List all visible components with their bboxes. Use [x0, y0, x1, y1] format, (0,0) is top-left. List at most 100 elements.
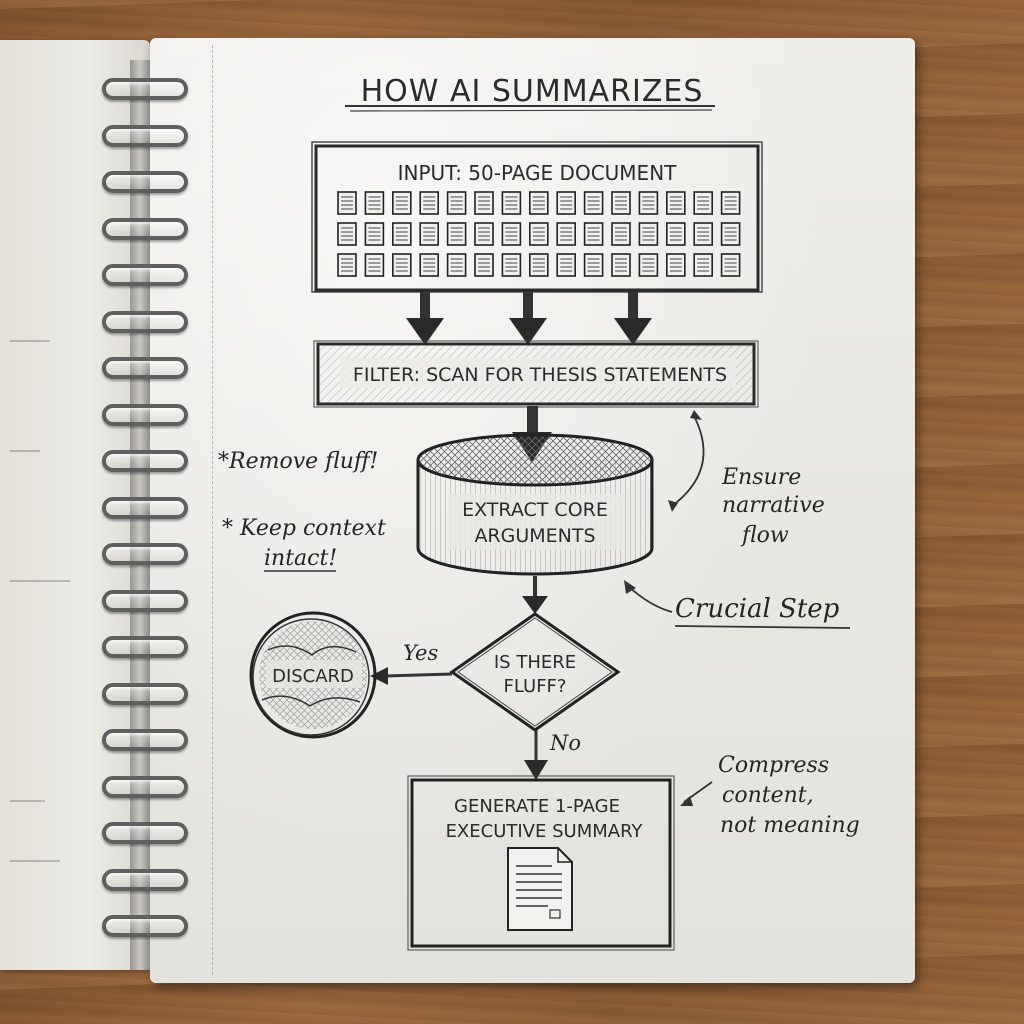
- page-icon: [337, 191, 357, 215]
- title-group: HOW AI SUMMARIZES: [345, 74, 715, 112]
- page-icon: [474, 191, 494, 215]
- spiral-ring: [102, 775, 188, 798]
- page-icon: [693, 253, 714, 277]
- spiral-ring: [102, 868, 188, 891]
- discard-label: DISCARD: [272, 666, 354, 687]
- spiral-ring: [102, 217, 188, 240]
- spiral-ring: [102, 915, 188, 937]
- page-icon: [501, 191, 522, 215]
- extract-step: EXTRACT CORE ARGUMENTS: [416, 433, 654, 576]
- note-compress-line2: content,: [722, 783, 814, 808]
- spiral-ring: [102, 822, 188, 844]
- side-notes-left: *Remove fluff! * Keep context intact!: [218, 449, 386, 572]
- no-branch: No: [524, 730, 581, 780]
- left-page: [0, 40, 150, 970]
- filter-step: FILTER: SCAN FOR THESIS STATEMENTS: [313, 340, 759, 408]
- page-icon: [556, 253, 577, 277]
- decision-label-line1: IS THERE: [494, 652, 576, 673]
- page-icon: [419, 222, 440, 246]
- extract-label-line2: ARGUMENTS: [474, 525, 595, 547]
- page-icon: [501, 253, 522, 277]
- document-icon: [507, 847, 573, 931]
- page-icon: [528, 191, 549, 215]
- page-icon: [474, 253, 494, 277]
- decision-step: IS THERE FLUFF?: [449, 612, 621, 732]
- note-ensure-line2: narrative: [722, 493, 825, 518]
- page-icon: [528, 222, 549, 246]
- page-icon: [446, 253, 467, 277]
- page-icon: [556, 191, 577, 215]
- spiral-ring: [102, 403, 188, 426]
- page-icon: [665, 191, 686, 215]
- page-icon: [446, 191, 467, 215]
- page-icon: [556, 222, 577, 246]
- discard-step: DISCARD: [249, 611, 377, 739]
- page-icon: [720, 191, 741, 215]
- spiral-ring: [102, 78, 188, 100]
- input-step: INPUT: 50-PAGE DOCUMENT: [311, 141, 763, 293]
- extract-label-line1: EXTRACT CORE: [462, 499, 608, 521]
- note-ensure-line3: flow: [740, 523, 789, 548]
- spiral-ring: [102, 589, 188, 612]
- note-keep-context-line1: * Keep context: [222, 516, 386, 541]
- generate-label-line2: EXECUTIVE SUMMARY: [446, 821, 644, 842]
- spiral-ring: [102, 543, 188, 565]
- page-icon: [474, 222, 494, 246]
- page-icon: [337, 253, 357, 277]
- page-icon: [391, 253, 412, 277]
- page-icon: [364, 253, 385, 277]
- arrow-down-icon: [614, 292, 652, 345]
- page-icon: [693, 222, 714, 246]
- spiral-ring: [102, 682, 188, 705]
- no-label: No: [549, 731, 581, 755]
- page-icon: [638, 191, 659, 215]
- note-ensure-line1: Ensure: [721, 465, 801, 490]
- page-icon: [638, 253, 659, 277]
- generate-label-line1: GENERATE 1-PAGE: [454, 796, 620, 817]
- page-icon: [446, 222, 467, 246]
- page-icon: [419, 253, 440, 277]
- note-crucial-step: Crucial Step: [675, 594, 840, 624]
- decision-label-line2: FLUFF?: [504, 676, 567, 697]
- page-icon: [528, 253, 549, 277]
- spiral-ring: [102, 450, 188, 472]
- spiral-ring: [102, 124, 188, 147]
- page-icon: [583, 191, 604, 215]
- spiral-ring: [102, 729, 188, 751]
- note-compress-line1: Compress: [718, 753, 829, 778]
- page-icon: [611, 253, 631, 277]
- page-icon: [583, 253, 604, 277]
- arrow-down-icon: [522, 576, 548, 614]
- spiral-ring: [102, 496, 188, 519]
- page-icon: [611, 191, 631, 215]
- arrow-down-icon: [406, 292, 444, 345]
- spiral-ring: [102, 636, 188, 658]
- note-keep-context-line2: intact!: [264, 546, 337, 571]
- page-icon: [337, 222, 357, 246]
- page-grid: [337, 191, 741, 277]
- page-icon: [501, 222, 522, 246]
- note-remove-fluff: *Remove fluff!: [218, 449, 378, 474]
- filter-label: FILTER: SCAN FOR THESIS STATEMENTS: [353, 364, 727, 386]
- spiral-ring: [102, 310, 188, 333]
- yes-branch: Yes: [370, 641, 453, 685]
- page-icon: [364, 222, 385, 246]
- page-icon: [391, 222, 412, 246]
- page-icon: [693, 191, 714, 215]
- perforation-line: [212, 45, 213, 975]
- page-icon: [665, 253, 686, 277]
- arrows-to-filter: [406, 292, 652, 345]
- generate-step: GENERATE 1-PAGE EXECUTIVE SUMMARY: [407, 775, 675, 951]
- page-icon: [419, 191, 440, 215]
- page-title: HOW AI SUMMARIZES: [361, 74, 704, 109]
- note-compress-line3: not meaning: [720, 813, 860, 838]
- arrow-down-icon: [509, 292, 547, 345]
- spiral-ring: [102, 357, 188, 379]
- page-icon: [391, 191, 412, 215]
- page-icon: [638, 222, 659, 246]
- page-icon: [720, 222, 741, 246]
- page-icon: [611, 222, 631, 246]
- page-icon: [364, 191, 385, 215]
